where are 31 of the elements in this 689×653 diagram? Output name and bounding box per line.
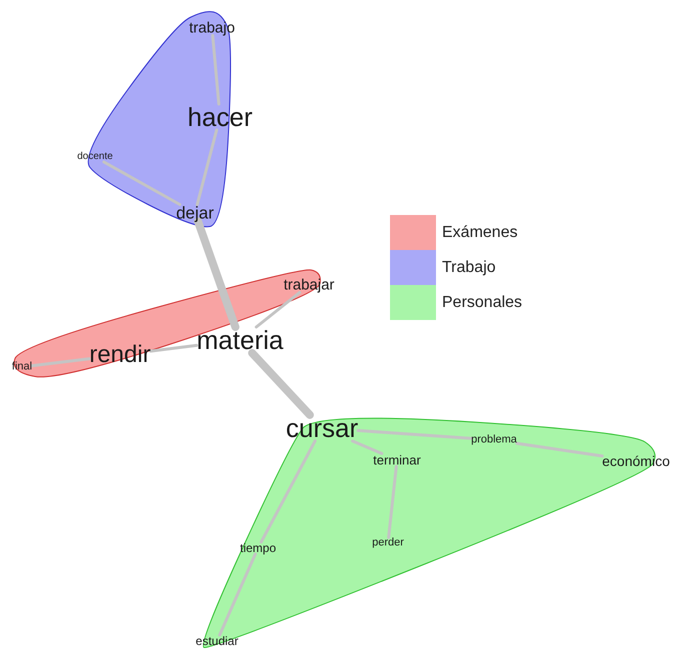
legend-text: Personales: [442, 292, 522, 312]
word-label: docente: [77, 151, 113, 162]
network-link: [102, 160, 182, 206]
network-link: [30, 357, 91, 368]
network-link: [211, 34, 220, 106]
word-label: trabajar: [284, 276, 334, 294]
word-label: tiempo: [240, 541, 276, 555]
word-label: dejar: [176, 204, 214, 222]
word-label: rendir: [89, 341, 151, 368]
network-link: [254, 291, 302, 328]
word-label: perder: [372, 536, 404, 548]
legend-text: Trabajo: [442, 258, 496, 278]
network-link: [248, 349, 314, 419]
network-link: [387, 465, 398, 539]
word-label: materia: [196, 325, 284, 355]
word-label: cursar: [286, 413, 358, 443]
network-link: [515, 442, 604, 458]
word-label: trabajo: [189, 20, 235, 36]
network-link: [196, 128, 218, 206]
network-link: [350, 440, 384, 455]
word-label: terminar: [373, 452, 421, 468]
word-label: económico: [602, 453, 670, 469]
network-link: [194, 218, 240, 331]
legend-text: Exámenes: [442, 222, 518, 242]
word-label: problema: [471, 434, 517, 446]
network-link: [356, 429, 473, 440]
network-link: [218, 552, 257, 636]
word-label: estudiar: [196, 634, 238, 648]
network-link: [260, 440, 317, 544]
word-label: hacer: [187, 102, 253, 132]
word-label: final: [12, 360, 32, 372]
